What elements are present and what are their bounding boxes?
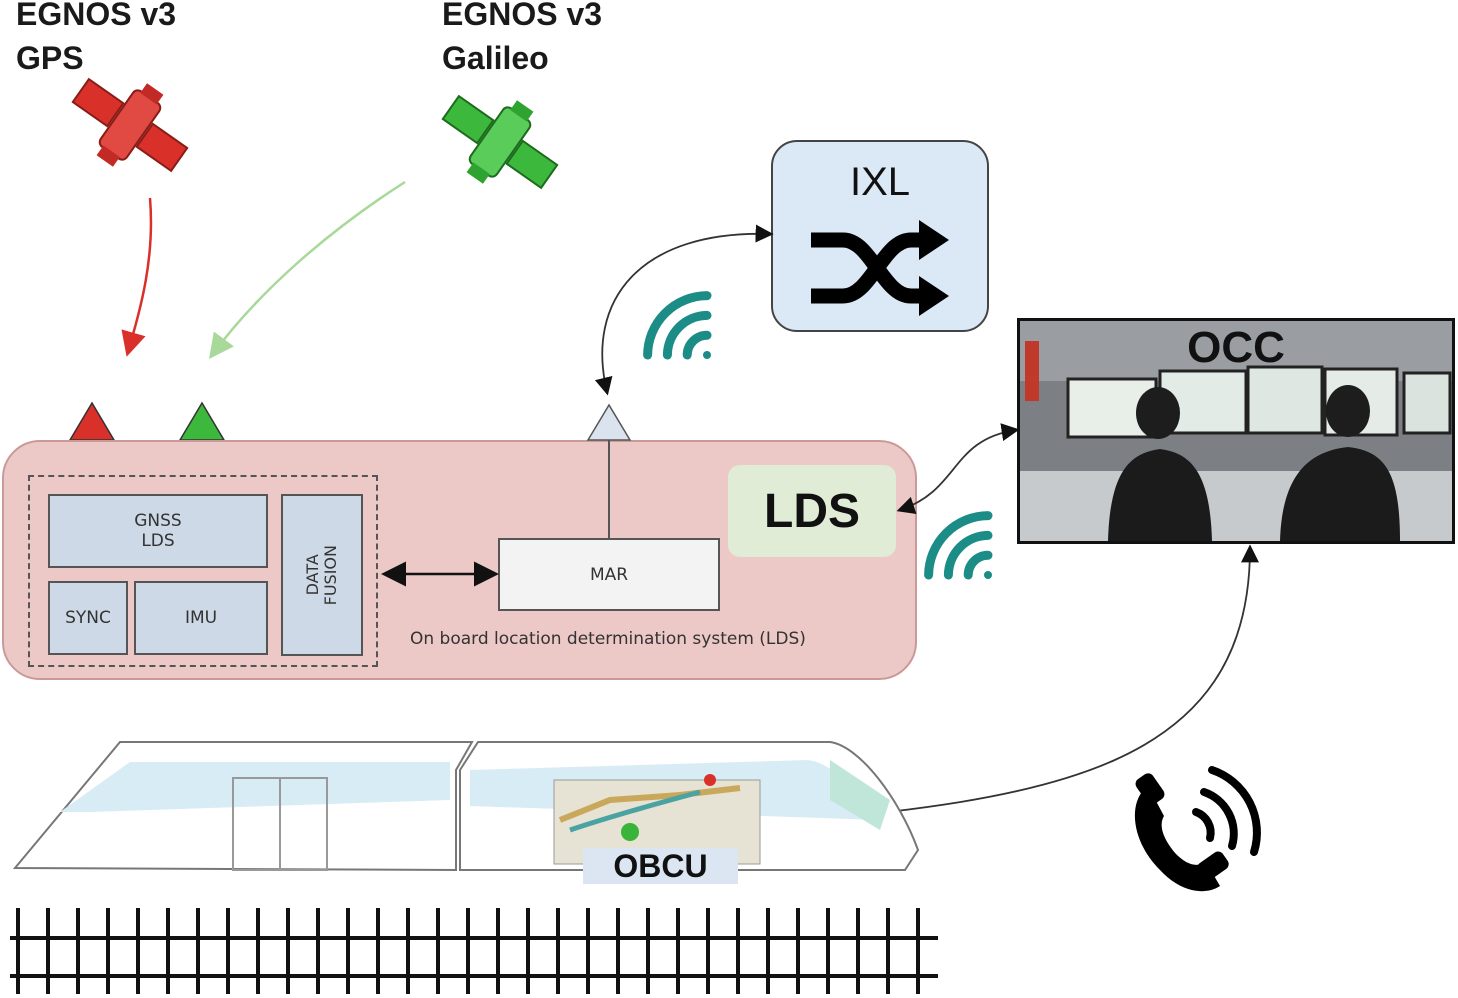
control-room-photo: [1020, 321, 1452, 541]
lds-box-label: LDS: [764, 484, 860, 538]
occ-label: OCC: [1187, 323, 1285, 372]
lds-box: LDS: [728, 465, 896, 557]
galileo-label-line1: EGNOS v3: [442, 0, 603, 32]
gnss-lds-label: LDS: [141, 531, 175, 551]
galileo-signal-arrow: [209, 180, 406, 360]
galileo-satellite-icon: [441, 94, 559, 190]
sync-block: SYNC: [48, 581, 128, 655]
gnss-group-boundary: [28, 475, 378, 667]
gnss-lds-block: GNSS LDS: [48, 494, 268, 568]
railway-track: [10, 908, 938, 994]
galileo-label-line2: Galileo: [442, 40, 549, 76]
sync-label: SYNC: [65, 608, 111, 628]
gps-satellite-label: EGNOS v3 GPS: [16, 0, 176, 80]
ixl-box: IXL: [771, 140, 989, 332]
ixl-label: IXL: [849, 160, 911, 204]
imu-label: IMU: [184, 608, 218, 628]
mar-ixl-connector: [594, 224, 774, 396]
mar-block: MAR: [498, 538, 720, 611]
gps-label-line1: EGNOS v3: [16, 0, 177, 32]
shuffle-icon: [811, 220, 949, 316]
onboard-caption: On board location determination system (…: [410, 629, 806, 649]
gps-satellite-icon: [71, 77, 189, 173]
mar-label: MAR: [589, 564, 629, 585]
gnss-label: GNSS: [134, 511, 182, 531]
data-fusion-block: DATA FUSION: [281, 494, 363, 656]
wifi-icon: [643, 291, 712, 360]
phone-icon: [1134, 766, 1261, 892]
gps-label-line2: GPS: [16, 40, 84, 76]
mar-antenna-icon: [586, 403, 632, 538]
lds-occ-connector: [896, 423, 1020, 514]
occ-box: OCC: [1017, 318, 1455, 544]
gps-signal-arrow: [121, 197, 153, 357]
galileo-satellite-label: EGNOS v3 Galileo: [442, 0, 602, 80]
imu-block: IMU: [134, 581, 268, 655]
wifi-icon: [924, 511, 993, 580]
obcu-label: OBCU: [583, 848, 738, 884]
train-illustration: [12, 741, 920, 872]
